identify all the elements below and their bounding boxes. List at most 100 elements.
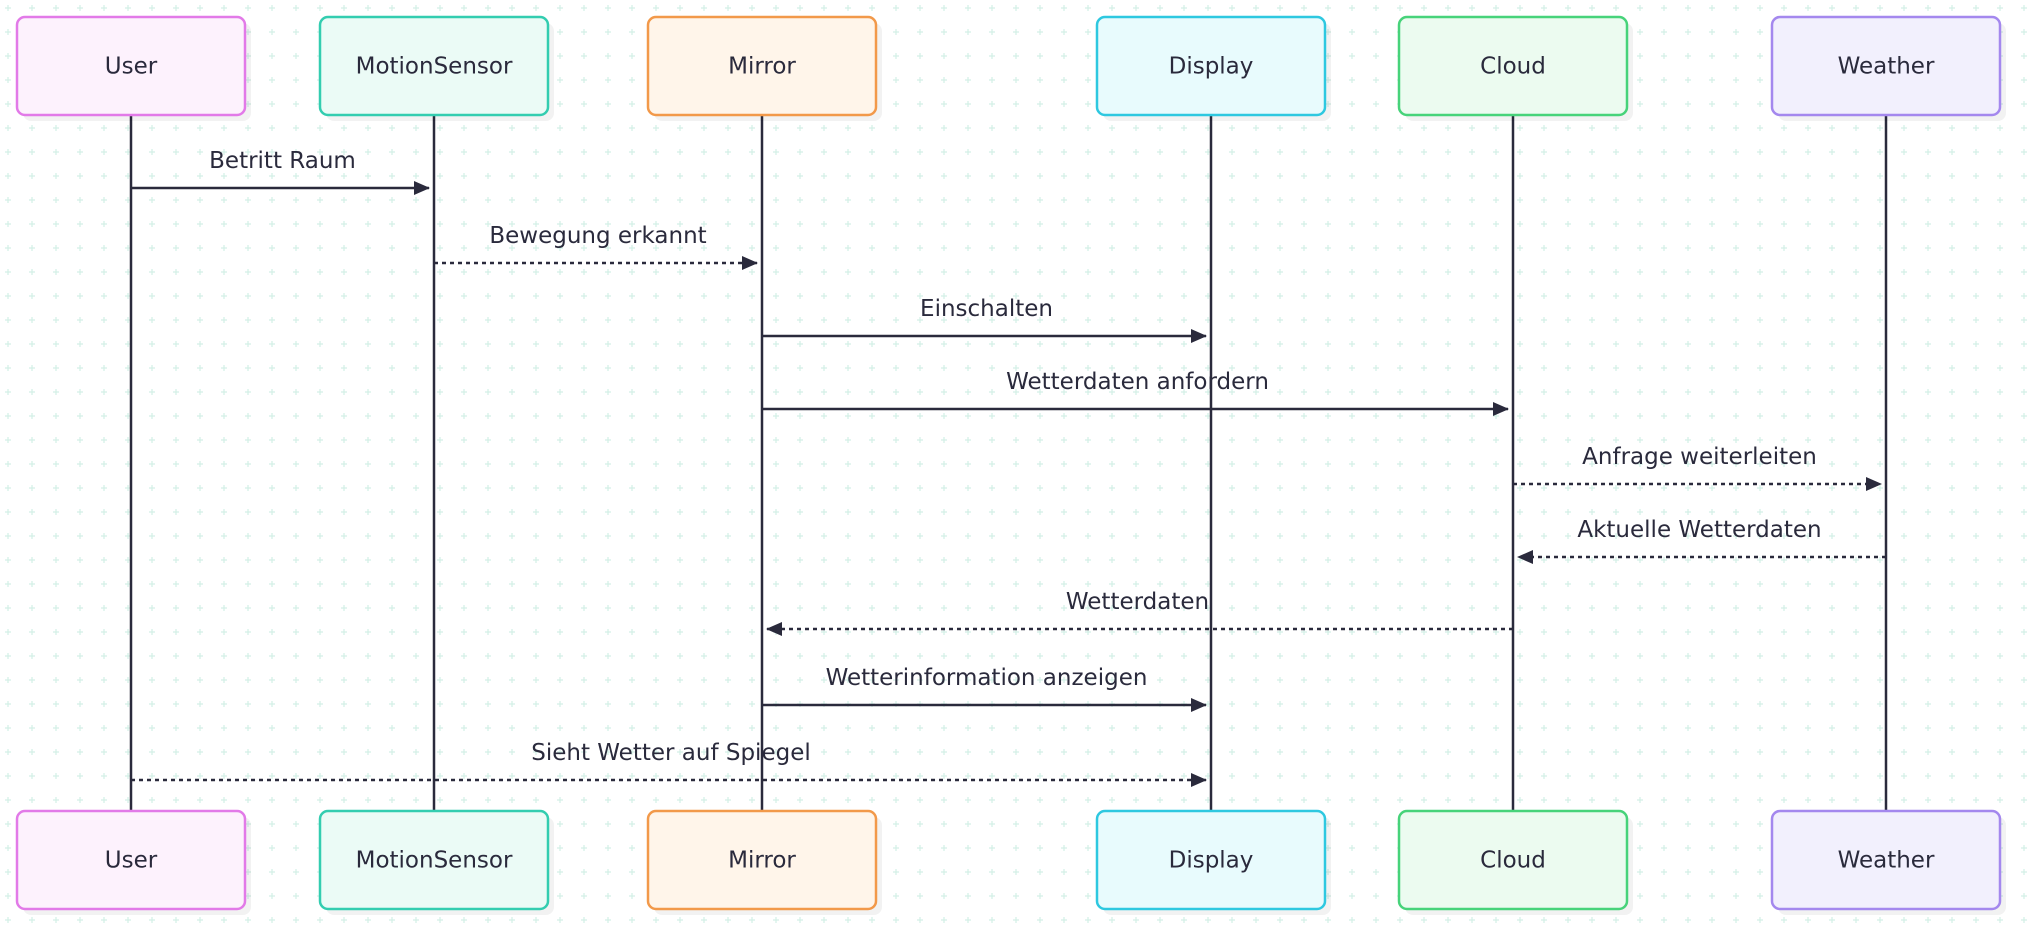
grid-dot xyxy=(1757,245,1763,251)
grid-dot xyxy=(677,389,683,395)
grid-dot xyxy=(1229,605,1235,611)
grid-dot xyxy=(1277,245,1283,251)
grid-dot xyxy=(845,365,851,371)
grid-dot xyxy=(557,557,563,563)
grid-dot xyxy=(1373,77,1379,83)
grid-dot xyxy=(1373,677,1379,683)
grid-dot xyxy=(509,341,515,347)
grid-dot xyxy=(1901,125,1907,131)
grid-dot xyxy=(533,581,539,587)
grid-dot xyxy=(1733,197,1739,203)
grid-dot xyxy=(989,557,995,563)
grid-dot xyxy=(77,173,83,179)
grid-dot xyxy=(821,341,827,347)
grid-dot xyxy=(413,173,419,179)
grid-dot xyxy=(581,149,587,155)
grid-dot xyxy=(1853,365,1859,371)
grid-dot xyxy=(1877,365,1883,371)
grid-dot xyxy=(1973,533,1979,539)
grid-dot xyxy=(317,365,323,371)
grid-dot xyxy=(485,557,491,563)
grid-dot xyxy=(245,629,251,635)
grid-dot xyxy=(245,341,251,347)
grid-dot xyxy=(1613,221,1619,227)
grid-dot xyxy=(221,317,227,323)
grid-dot xyxy=(1037,581,1043,587)
grid-dot xyxy=(701,389,707,395)
grid-dot xyxy=(533,533,539,539)
grid-dot xyxy=(1805,581,1811,587)
grid-dot xyxy=(101,629,107,635)
grid-dot xyxy=(1301,317,1307,323)
grid-dot xyxy=(653,341,659,347)
grid-dot xyxy=(53,125,59,131)
grid-dot xyxy=(893,293,899,299)
grid-dot xyxy=(1853,509,1859,515)
grid-dot xyxy=(1469,221,1475,227)
grid-dot xyxy=(1349,5,1355,11)
grid-dot xyxy=(1325,149,1331,155)
grid-dot xyxy=(1349,341,1355,347)
grid-dot xyxy=(1013,653,1019,659)
grid-dot xyxy=(1325,293,1331,299)
grid-dot xyxy=(989,125,995,131)
grid-dot xyxy=(77,557,83,563)
grid-dot xyxy=(1661,437,1667,443)
grid-dot xyxy=(1589,365,1595,371)
grid-dot xyxy=(461,581,467,587)
grid-dot xyxy=(29,269,35,275)
grid-dot xyxy=(1373,101,1379,107)
grid-dot xyxy=(1685,629,1691,635)
grid-dot xyxy=(1325,581,1331,587)
grid-dot xyxy=(869,221,875,227)
grid-dot xyxy=(1877,317,1883,323)
grid-dot xyxy=(725,581,731,587)
grid-dot xyxy=(1925,5,1931,11)
grid-dot xyxy=(1181,293,1187,299)
grid-dot xyxy=(1661,173,1667,179)
grid-dot xyxy=(629,269,635,275)
grid-dot xyxy=(77,245,83,251)
grid-dot xyxy=(5,557,11,563)
grid-dot xyxy=(557,485,563,491)
grid-dot xyxy=(509,149,515,155)
grid-dot xyxy=(1397,5,1403,11)
grid-dot xyxy=(1709,149,1715,155)
grid-dot xyxy=(389,365,395,371)
grid-dot xyxy=(1133,269,1139,275)
grid-dot xyxy=(1157,149,1163,155)
grid-dot xyxy=(221,389,227,395)
grid-dot xyxy=(1973,341,1979,347)
grid-dot xyxy=(197,125,203,131)
grid-dot xyxy=(173,533,179,539)
grid-dot xyxy=(917,125,923,131)
grid-dot xyxy=(773,485,779,491)
grid-dot xyxy=(1853,461,1859,467)
grid-dot xyxy=(77,293,83,299)
grid-dot xyxy=(1997,269,2003,275)
grid-dot xyxy=(941,53,947,59)
grid-dot xyxy=(1493,221,1499,227)
grid-dot xyxy=(1397,485,1403,491)
grid-dot xyxy=(1421,605,1427,611)
grid-dot xyxy=(773,197,779,203)
grid-dot xyxy=(1013,77,1019,83)
grid-dot xyxy=(365,461,371,467)
grid-dot xyxy=(1013,413,1019,419)
grid-dot xyxy=(269,365,275,371)
grid-dot xyxy=(413,461,419,467)
grid-dot xyxy=(509,197,515,203)
grid-dot xyxy=(1805,293,1811,299)
grid-dot xyxy=(1757,533,1763,539)
grid-dot xyxy=(1253,581,1259,587)
grid-dot xyxy=(1589,533,1595,539)
grid-dot xyxy=(917,317,923,323)
grid-dot xyxy=(173,125,179,131)
grid-dot xyxy=(1493,437,1499,443)
grid-dot xyxy=(29,677,35,683)
grid-dot xyxy=(1445,533,1451,539)
grid-dot xyxy=(917,221,923,227)
grid-dot xyxy=(1061,557,1067,563)
grid-dot xyxy=(461,653,467,659)
grid-dot xyxy=(1469,317,1475,323)
